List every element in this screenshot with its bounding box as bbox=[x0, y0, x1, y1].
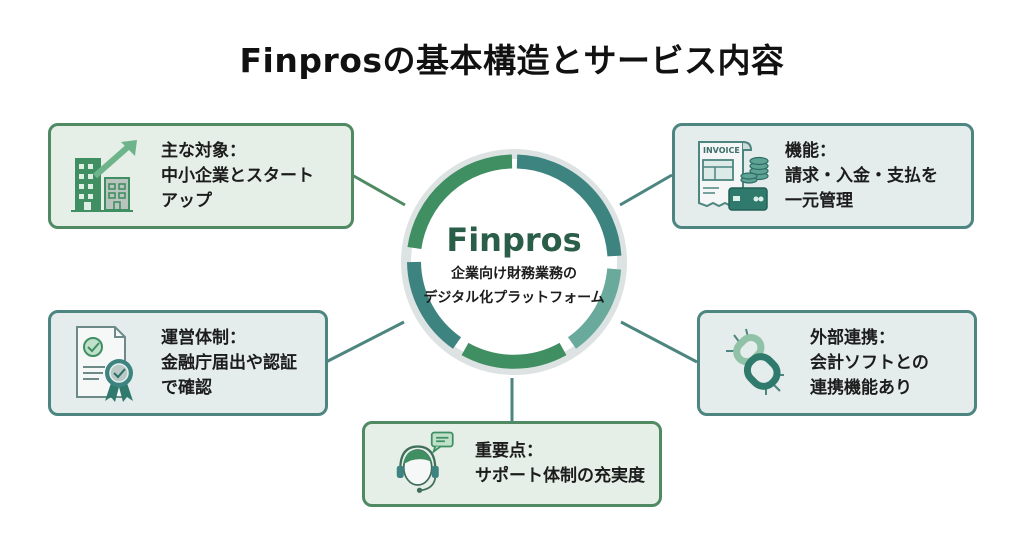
ring-segment-4 bbox=[461, 342, 567, 369]
card-target: 主な対象： 中小企業とスタート アップ bbox=[48, 123, 354, 229]
invoice-payment-icon: INVOICE bbox=[698, 141, 769, 211]
card-target-line1: 中小企業とスタート bbox=[161, 165, 314, 186]
buildings-growth-icon bbox=[71, 140, 137, 212]
ring-segment-2 bbox=[516, 154, 622, 257]
connector-operation bbox=[325, 320, 405, 364]
certificate-badge-icon bbox=[76, 326, 133, 402]
connector-integration bbox=[620, 320, 698, 364]
card-features-line2: 一元管理 bbox=[785, 190, 853, 211]
card-operation-heading: 運営体制： bbox=[161, 327, 246, 348]
ring-segment-5 bbox=[407, 261, 462, 349]
card-operation-line2: で確認 bbox=[161, 377, 212, 398]
card-features-heading: 機能： bbox=[785, 140, 836, 161]
chain-link-icon bbox=[726, 328, 784, 395]
card-features: INVOICE 機能： 請求・入金・支払を 一元管理 bbox=[672, 123, 974, 229]
center-label: Finpros 企業向け財務業務の デジタル化プラットフォーム bbox=[400, 220, 628, 308]
invoice-label: INVOICE bbox=[703, 146, 740, 155]
card-important-heading: 重要点： bbox=[475, 441, 543, 461]
connector-features bbox=[619, 173, 673, 207]
card-integration-line1: 会計ソフトとの bbox=[810, 352, 929, 373]
card-operation-line1: 金融庁届出や認証 bbox=[161, 352, 297, 373]
card-operation: 運営体制： 金融庁届出や認証 で確認 bbox=[48, 310, 328, 416]
card-important: 重要点： サポート体制の充実度 bbox=[362, 421, 662, 507]
brand-name: Finpros bbox=[446, 221, 582, 259]
tagline-line2: デジタル化プラットフォーム bbox=[423, 290, 605, 306]
card-integration-heading: 外部連携： bbox=[810, 327, 895, 348]
page-title: Finprosの基本構造とサービス内容 bbox=[239, 41, 785, 80]
center-ring bbox=[401, 149, 627, 375]
card-target-line2: アップ bbox=[161, 190, 212, 211]
support-headset-icon bbox=[396, 431, 454, 493]
card-important-line1: サポート体制の充実度 bbox=[475, 466, 645, 486]
tagline-line1: 企業向け財務業務の bbox=[451, 266, 577, 282]
ring-segment-1 bbox=[407, 154, 513, 250]
ring-segment-3 bbox=[567, 268, 622, 349]
card-features-line1: 請求・入金・支払を bbox=[785, 165, 938, 186]
connector-target bbox=[351, 173, 406, 207]
card-integration-line2: 連携機能あり bbox=[810, 377, 912, 398]
card-target-heading: 主な対象： bbox=[161, 140, 246, 161]
card-integration: 外部連携： 会計ソフトとの 連携機能あり bbox=[697, 310, 977, 416]
